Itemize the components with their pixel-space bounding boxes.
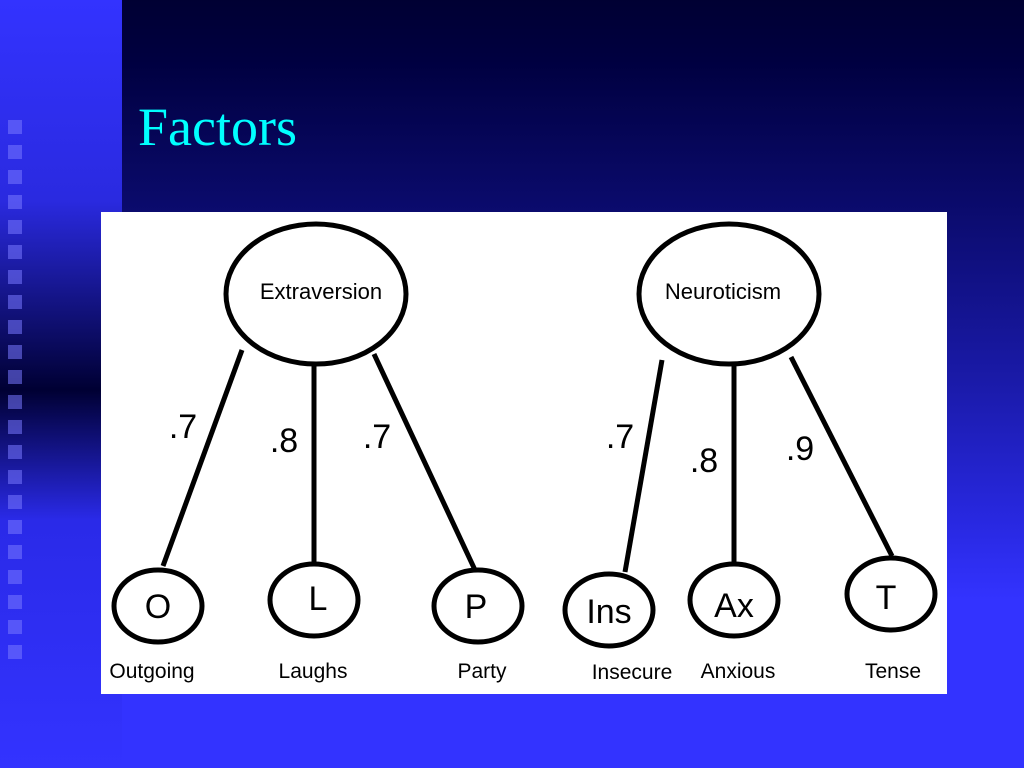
item-node-ax [687,561,781,639]
diagram-panel: Extraversion .7 .8 .7 O L P Outgoing Lau… [101,212,947,694]
item-node-o [111,567,205,645]
path-extraversion-outgoing [160,349,245,567]
item-label-l: L [309,580,328,618]
decorative-square [8,370,22,384]
decorative-square [8,645,22,659]
path-neuroticism-insecure [622,359,665,573]
item-node-ins [562,571,656,649]
caption-tense: Tense [865,660,921,683]
decorative-square [8,170,22,184]
path-neuroticism-tense [788,355,895,558]
item-node-t [844,555,938,633]
decorative-square [8,595,22,609]
item-node-p [431,567,525,645]
loading-insecure: .7 [606,418,634,456]
factor-name-extraversion: Extraversion [260,279,382,304]
item-label-t: T [876,579,897,617]
loading-tense: .9 [786,430,814,468]
loading-party: .7 [363,418,391,456]
caption-insecure: Insecure [592,661,673,684]
slide-title: Factors [138,97,297,157]
factor-node-neuroticism [636,221,822,367]
decorative-square [8,570,22,584]
decorative-square [8,495,22,509]
loading-outgoing: .7 [169,408,197,446]
factor-extraversion: Extraversion .7 .8 .7 O L P Outgoing Lau… [109,221,525,683]
factor-neuroticism: Neuroticism .7 .8 .9 Ins Ax T Insecure A… [562,221,938,684]
decorative-square [8,220,22,234]
decorative-square [8,270,22,284]
caption-laughs: Laughs [279,660,348,683]
decorative-square [8,145,22,159]
decorative-square [8,420,22,434]
factor-name-neuroticism: Neuroticism [665,279,781,304]
caption-outgoing: Outgoing [109,660,194,683]
decorative-square [8,620,22,634]
decorative-square [8,120,22,134]
decorative-square [8,345,22,359]
item-label-o: O [145,588,171,626]
decorative-square [8,445,22,459]
decorative-square [8,195,22,209]
path-extraversion-party [371,352,478,572]
caption-anxious: Anxious [701,660,776,683]
factor-diagram: Extraversion .7 .8 .7 O L P Outgoing Lau… [109,221,938,684]
decorative-square [8,295,22,309]
item-node-l [267,561,361,639]
decorative-square [8,245,22,259]
item-label-p: P [465,588,488,626]
item-label-ins: Ins [586,593,631,631]
decorative-squares [8,120,28,680]
loading-anxious: .8 [690,442,718,480]
factor-node-extraversion [223,221,409,367]
item-label-ax: Ax [714,587,754,625]
caption-party: Party [457,660,507,683]
decorative-square [8,395,22,409]
decorative-square [8,520,22,534]
decorative-square [8,320,22,334]
decorative-square [8,545,22,559]
decorative-square [8,470,22,484]
loading-laughs: .8 [270,422,298,460]
